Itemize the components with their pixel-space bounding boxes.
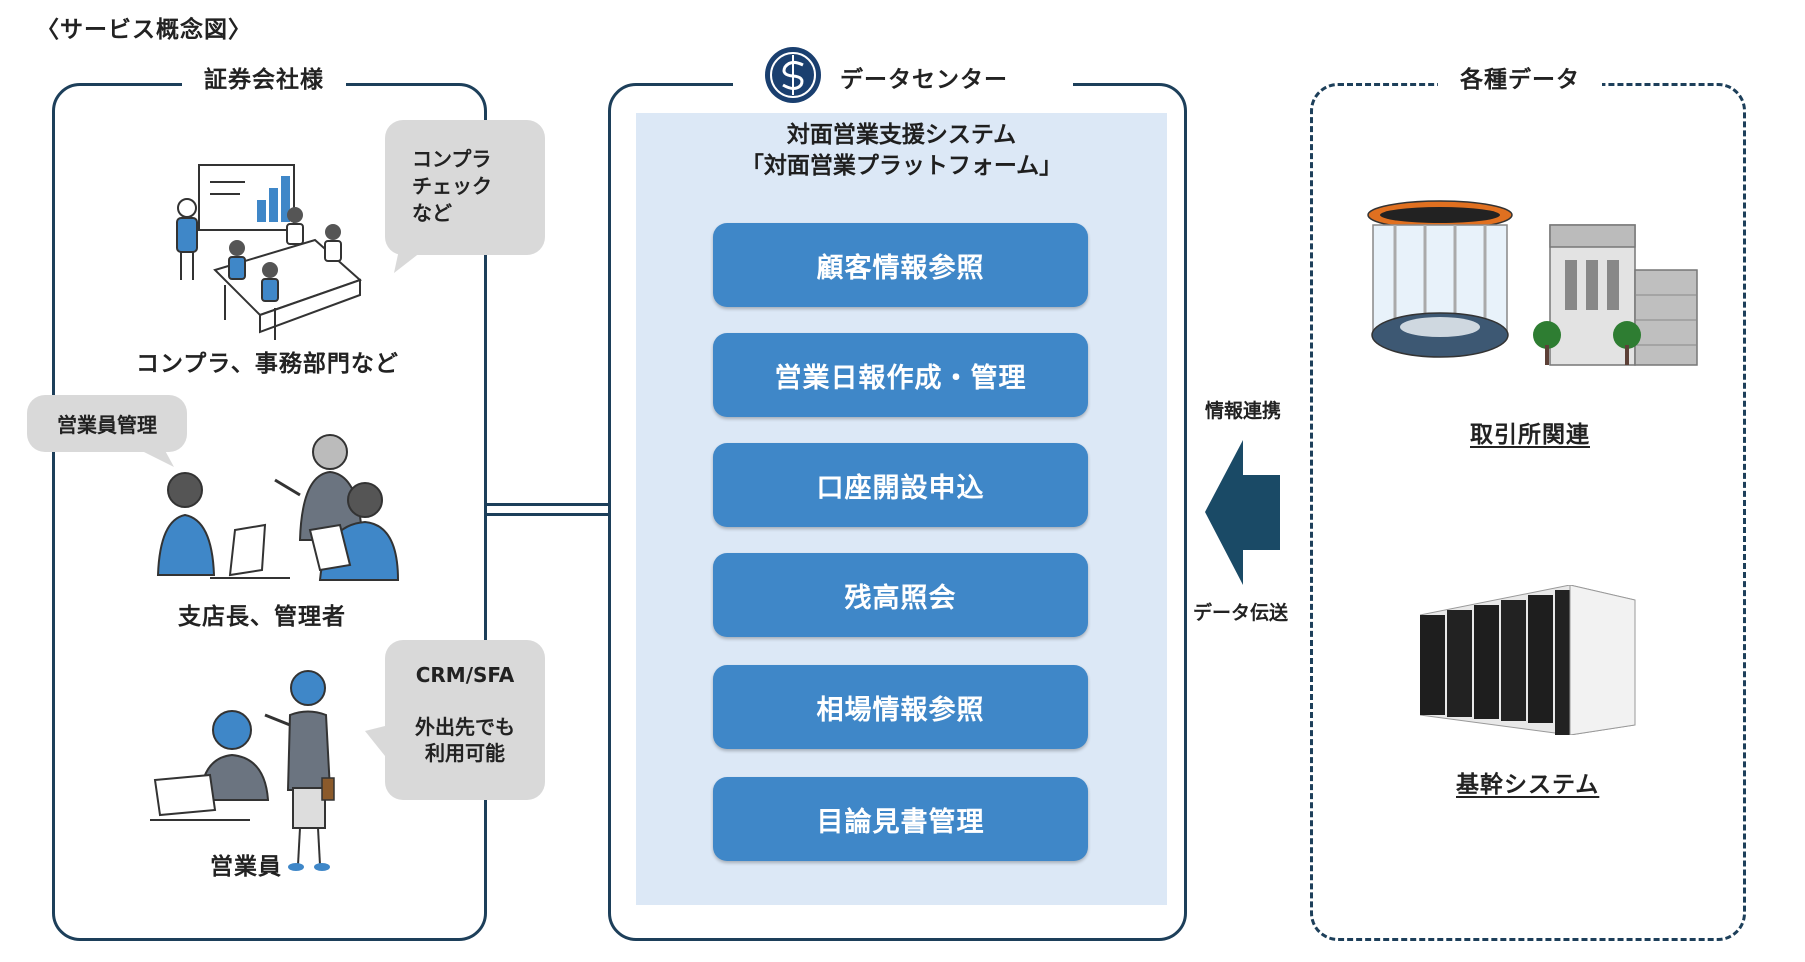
meeting-illustration — [176, 164, 362, 340]
client-panel-title: 証券会社様 — [182, 60, 346, 94]
bubble-line: 営業員管理 — [57, 413, 157, 437]
bubble-line: チェック — [412, 174, 492, 198]
connector-label-top: 情報連携 — [1205, 400, 1282, 422]
exchange-label[interactable]: 取引所関連 — [1470, 422, 1590, 448]
bubble-line: など — [412, 201, 452, 225]
function-balance-inquiry[interactable]: 残高照会 — [713, 553, 1088, 637]
group-caption-sales: 営業員 — [210, 854, 282, 880]
compliance-bubble: コンプラ チェック など — [385, 120, 545, 255]
datacenter-title: データセンター — [840, 67, 1008, 93]
function-daily-report[interactable]: 営業日報作成・管理 — [713, 333, 1088, 417]
group-caption-compliance: コンプラ、事務部門など — [136, 351, 399, 377]
bubble-line: CRM/SFA — [415, 663, 515, 687]
connector-line — [487, 513, 608, 516]
bubble-line: 外出先でも — [415, 715, 515, 739]
exchange-illustration — [1367, 200, 1698, 366]
bubble-tail — [130, 445, 174, 467]
company-logo-icon — [765, 47, 821, 103]
page-title: 〈サービス概念図〉 — [36, 17, 252, 43]
manager-illustration — [156, 434, 400, 581]
left-arrow-icon — [1205, 440, 1280, 585]
group-caption-manager: 支店長、管理者 — [178, 604, 346, 630]
data-sources-title: 各種データ — [1438, 60, 1602, 94]
connector-label-bottom: データ伝送 — [1193, 602, 1289, 624]
manager-bubble: 営業員管理 — [27, 395, 187, 452]
bubble-tail — [394, 245, 430, 273]
system-title: 対面営業支援システム 「対面営業プラットフォーム」 — [636, 120, 1167, 182]
connector-line — [487, 503, 608, 506]
server-illustration — [1420, 585, 1636, 735]
bubble-line: コンプラ — [412, 147, 492, 171]
system-title-line: 対面営業支援システム — [786, 122, 1017, 148]
bubble-line: 利用可能 — [425, 741, 505, 765]
function-customer-info[interactable]: 顧客情報参照 — [713, 223, 1088, 307]
system-title-line: 「対面営業プラットフォーム」 — [740, 153, 1063, 179]
bubble-line — [385, 688, 545, 714]
sales-bubble: CRM/SFA 外出先でも 利用可能 — [385, 640, 545, 800]
core-system-label[interactable]: 基幹システム — [1456, 772, 1600, 798]
bubble-tail — [365, 725, 389, 761]
sales-rep-illustration — [150, 670, 335, 871]
function-account-opening[interactable]: 口座開設申込 — [713, 443, 1088, 527]
function-market-info[interactable]: 相場情報参照 — [713, 665, 1088, 749]
function-prospectus[interactable]: 目論見書管理 — [713, 777, 1088, 861]
